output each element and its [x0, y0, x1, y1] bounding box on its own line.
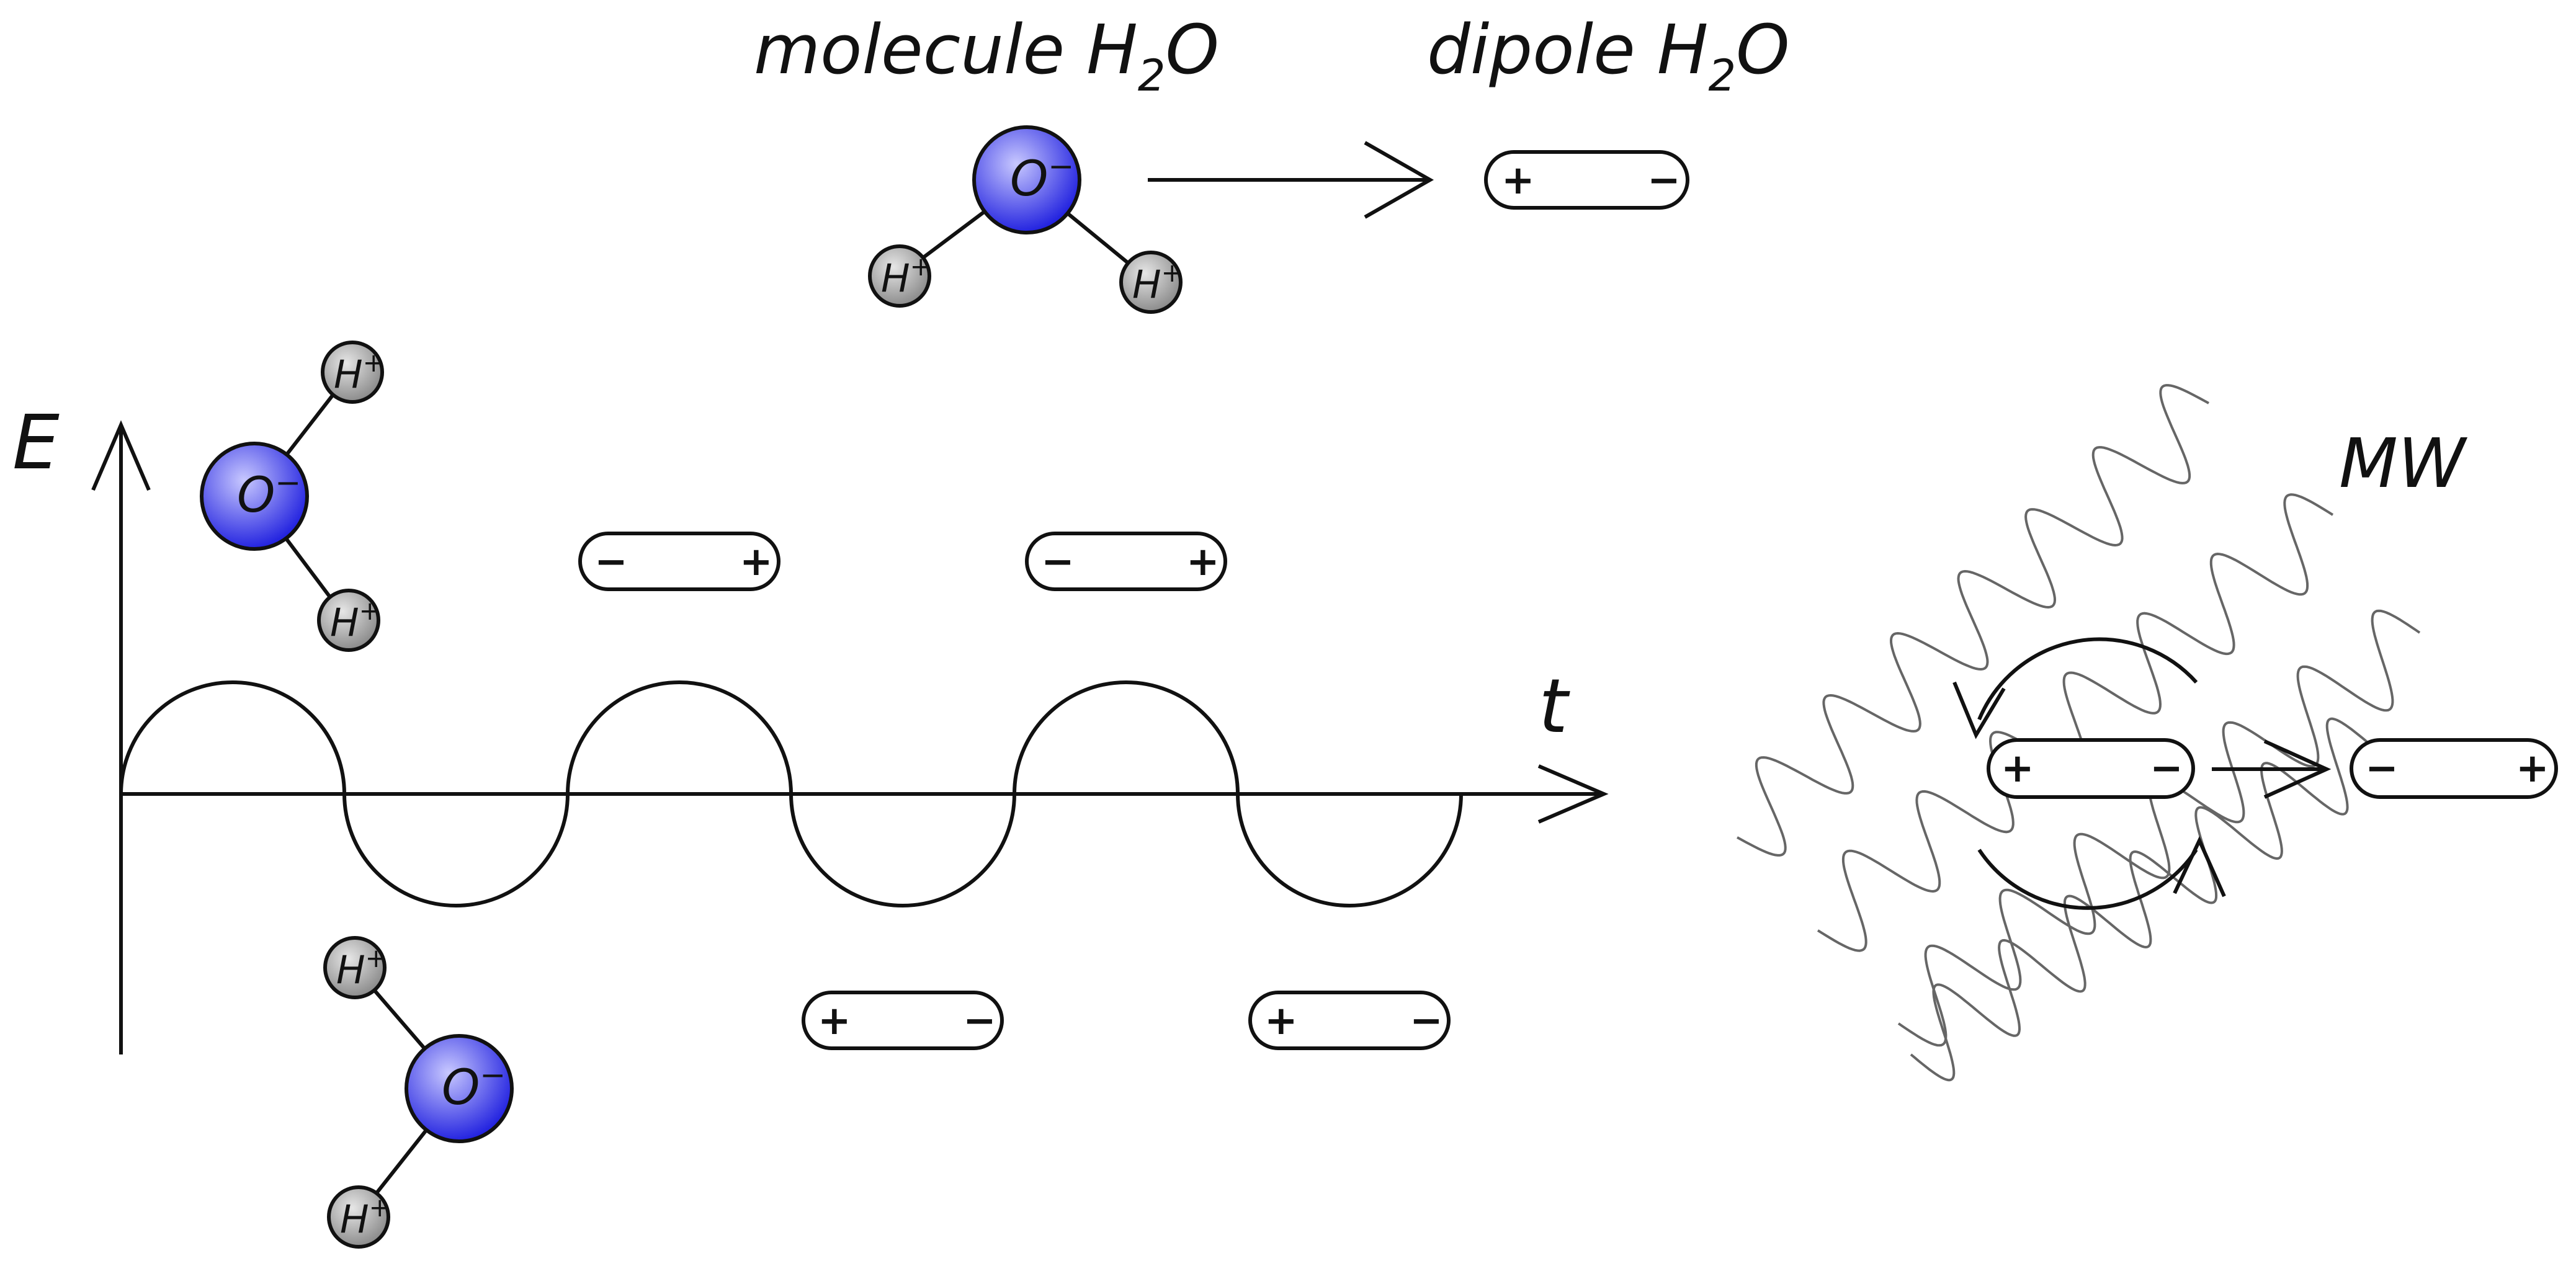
molecule-title: molecule H2O: [754, 10, 1219, 101]
x-axis-label: t: [1539, 664, 1570, 750]
plus-sign: +: [1501, 158, 1535, 203]
svg-text:+: +: [818, 998, 851, 1044]
microwave-wave: [1897, 609, 2421, 1047]
dipole-capsule-icon: − +: [1025, 532, 1227, 591]
dipole-capsule-icon: − +: [578, 532, 780, 591]
microwave-wave: [1817, 493, 2334, 952]
svg-text:−: −: [963, 998, 996, 1044]
rotation-arrow-icon: [1952, 637, 2226, 910]
microwave-wave: [1910, 717, 2371, 1082]
arrow-icon: [1148, 141, 1434, 219]
water-molecule-icon: O− H+ H+: [868, 125, 1183, 314]
dipole-capsule-icon: − +: [2350, 738, 2558, 799]
svg-text:H+: H+: [330, 595, 381, 645]
minus-sign: −: [1647, 158, 1681, 203]
svg-text:H+: H+: [336, 943, 387, 992]
axes: E t: [12, 400, 1609, 1054]
water-molecule-icon: O− H+ H+: [200, 341, 385, 652]
svg-text:+: +: [740, 539, 773, 585]
hydrogen-atom: [868, 244, 931, 308]
dipole-capsule-icon: + −: [1484, 150, 1689, 210]
arrow-icon: [2212, 739, 2332, 799]
svg-text:+: +: [2516, 746, 2549, 791]
oxygen-label: O−: [1010, 148, 1074, 207]
field-wave: [119, 680, 1463, 907]
dipole-title: dipole H2O: [1427, 10, 1790, 101]
svg-text:H+: H+: [334, 347, 385, 397]
svg-text:H+: H+: [340, 1192, 391, 1242]
dipole-capsule-icon: + −: [1987, 738, 2195, 799]
dipole-capsule-icon: + −: [802, 991, 1004, 1050]
oxygen-atom: [972, 125, 1081, 234]
svg-text:−: −: [1410, 998, 1443, 1044]
hydrogen-label: H+: [1132, 257, 1183, 307]
svg-text:−: −: [2365, 746, 2399, 791]
svg-text:−: −: [1041, 539, 1075, 585]
mw-label: MW: [2339, 424, 2468, 503]
svg-text:+: +: [1264, 998, 1298, 1044]
microwave-wave-icon: [1737, 384, 2421, 1082]
svg-text:−: −: [2150, 746, 2183, 791]
microwave-wave: [1737, 384, 2209, 857]
svg-text:+: +: [2001, 746, 2034, 791]
svg-text:−: −: [594, 539, 628, 585]
hydrogen-label: H+: [881, 251, 932, 301]
y-axis-label: E: [12, 400, 60, 486]
svg-text:O−: O−: [237, 465, 301, 524]
svg-text:+: +: [1186, 539, 1220, 585]
svg-text:O−: O−: [442, 1057, 506, 1116]
dipole-capsule-icon: + −: [1248, 991, 1451, 1050]
water-molecule-icon: O− H+ H+: [323, 936, 514, 1249]
hydrogen-atom: [1119, 251, 1183, 314]
